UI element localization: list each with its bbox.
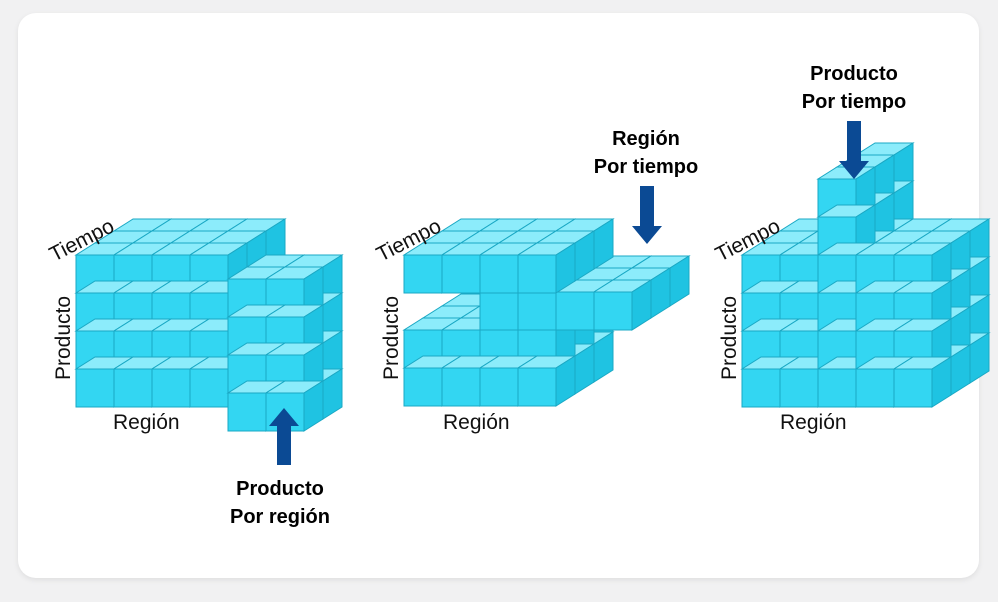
cube-3-blocks: [740, 142, 991, 408]
cube-front-face: [113, 368, 153, 408]
cube-1-blocks: [74, 218, 344, 432]
axis-label-product: Producto: [380, 296, 403, 380]
cube-front-face: [151, 368, 191, 408]
axis-label-region: Región: [113, 411, 180, 434]
cube-front-face: [227, 392, 267, 432]
callout-line-1: Producto: [236, 478, 324, 500]
cube-front-face: [441, 254, 481, 294]
cube-front-face: [779, 368, 819, 408]
cube-diagram-2: Tiempo Producto Región Región Por tiempo: [373, 128, 698, 434]
cube-cell: [516, 242, 577, 294]
cube-front-face: [403, 254, 443, 294]
cube-front-face: [75, 368, 115, 408]
cube-front-face: [189, 368, 229, 408]
cube-diagram-3: Tiempo Producto Región Producto Por tiem…: [712, 63, 991, 434]
cube-front-face: [479, 291, 519, 331]
cube-2-blocks: [402, 218, 691, 407]
cube-front-face: [741, 368, 781, 408]
callout-line-2: Por región: [230, 506, 330, 528]
cube-front-face: [893, 368, 933, 408]
cube-cell: [516, 355, 577, 407]
cube-front-face: [479, 254, 519, 294]
callout-line-1: Producto: [810, 63, 898, 85]
cube-front-face: [479, 367, 519, 407]
arrow-down-icon: [632, 186, 662, 244]
cube-diagram-1: Tiempo Producto Región Producto Por regi…: [46, 215, 344, 528]
axis-label-product: Producto: [718, 296, 741, 380]
cube-front-face: [403, 367, 443, 407]
cube-front-face: [517, 367, 557, 407]
cube-front-face: [593, 291, 633, 331]
cube-cell: [892, 356, 953, 408]
callout-line-2: Por tiempo: [594, 156, 698, 178]
cube-front-face: [517, 291, 557, 331]
cube-front-face: [517, 254, 557, 294]
arrow-down-icon: [839, 121, 869, 179]
cube-front-face: [817, 368, 857, 408]
callout-line-1: Región: [612, 128, 680, 150]
callout-line-2: Por tiempo: [802, 91, 906, 113]
arrow-up-icon: [269, 408, 299, 465]
axis-label-region: Región: [780, 411, 847, 434]
axis-label-region: Región: [443, 411, 510, 434]
cube-cell: [592, 279, 653, 331]
cube-front-face: [441, 367, 481, 407]
axis-label-product: Producto: [52, 296, 75, 380]
cube-front-face: [555, 291, 595, 331]
cube-front-face: [855, 368, 895, 408]
